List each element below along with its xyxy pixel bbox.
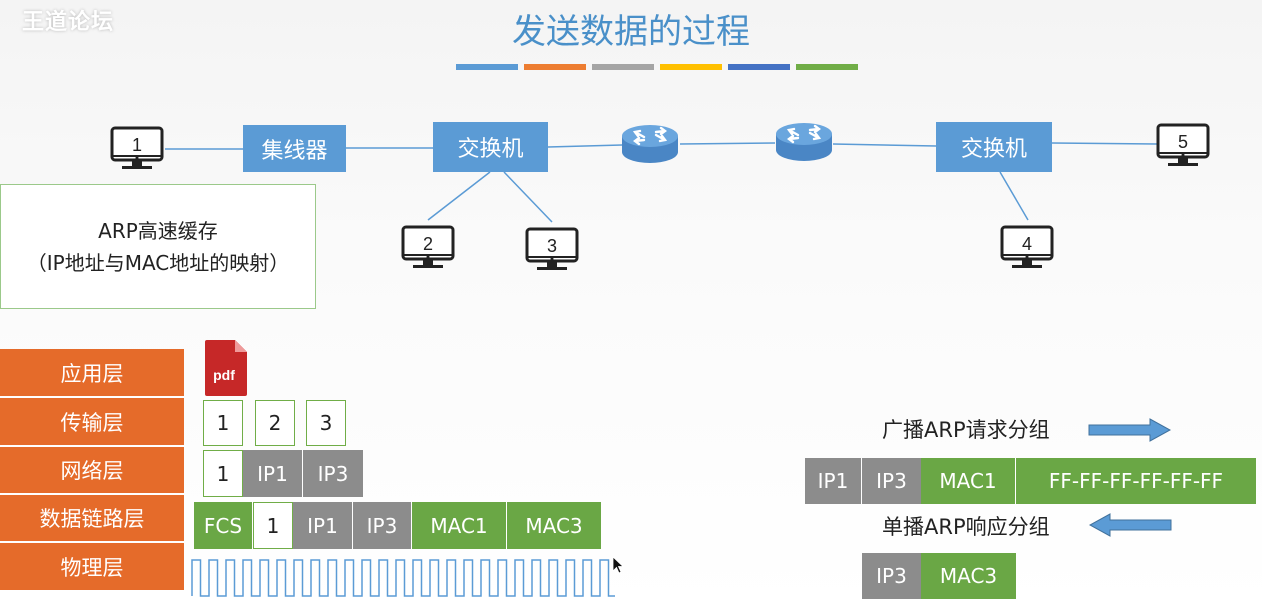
- frame-ip1: IP1: [293, 502, 353, 549]
- left-arrow-icon: [1088, 513, 1172, 537]
- network-packet-ip1: IP1: [243, 450, 303, 497]
- host-4-icon: 4: [1000, 225, 1054, 268]
- layer-transport: 传输层: [0, 398, 184, 447]
- layer-data-link: 数据链路层: [0, 495, 184, 543]
- host-1-label: 1: [132, 135, 142, 155]
- link-switch-host5: [1051, 142, 1158, 145]
- arp-request-mac1: MAC1: [921, 458, 1016, 504]
- host-1-icon: 1: [110, 126, 164, 169]
- link-switch-router1: [547, 144, 623, 148]
- arp-request-ip1: IP1: [805, 458, 862, 504]
- arp-cache-subtitle: （IP地址与MAC地址的映射）: [26, 250, 290, 275]
- title-underline-segment: [728, 64, 790, 70]
- arp-request-broadcast-mac: FF-FF-FF-FF-FF-FF: [1016, 458, 1256, 504]
- transport-segment-2: 2: [255, 400, 295, 446]
- link-router2-switch: [832, 143, 937, 147]
- frame-data: 1: [253, 502, 293, 549]
- router-2-icon: [776, 123, 832, 161]
- layer-physical: 物理层: [0, 543, 184, 592]
- frame-fcs: FCS: [194, 502, 253, 549]
- link-switch-host2: [427, 171, 491, 221]
- host-3-label: 3: [547, 236, 557, 256]
- physical-signal: [191, 559, 615, 597]
- frame-mac1: MAC1: [412, 502, 507, 549]
- host-4-label: 4: [1022, 234, 1032, 254]
- title-underline-segment: [796, 64, 858, 70]
- title-underline-segment: [456, 64, 518, 70]
- title-underline-segment: [592, 64, 654, 70]
- pdf-file-icon: pdf: [205, 340, 247, 396]
- title-underline-segment: [660, 64, 722, 70]
- title-underline-segment: [524, 64, 586, 70]
- switch-left: 交换机: [433, 122, 548, 172]
- transport-segment-3: 3: [306, 400, 346, 446]
- link-switch-host3: [503, 171, 553, 223]
- hub: 集线器: [243, 125, 346, 172]
- watermark: 王道论坛: [22, 10, 115, 35]
- arp-reply-mac3: MAC3: [921, 553, 1016, 599]
- link-switch-host4: [999, 171, 1029, 221]
- transport-segment-1: 1: [203, 400, 243, 446]
- frame-ip3: IP3: [353, 502, 412, 549]
- layer-network: 网络层: [0, 447, 184, 495]
- switch-right: 交换机: [936, 122, 1052, 172]
- router-1-icon: [622, 125, 678, 163]
- arp-reply-ip3: IP3: [862, 553, 921, 599]
- pdf-label: pdf: [213, 367, 235, 383]
- arp-reply-label: 单播ARP响应分组: [882, 515, 1050, 539]
- host-5-icon: 5: [1156, 123, 1210, 166]
- arp-cache-title: ARP高速缓存: [98, 218, 218, 243]
- page-title: 发送数据的过程: [512, 12, 750, 52]
- network-packet-ip3: IP3: [303, 450, 363, 497]
- network-packet-data: 1: [203, 450, 243, 497]
- right-arrow-icon: [1088, 418, 1172, 442]
- mouse-cursor-icon: [612, 556, 625, 574]
- link-router1-router2: [679, 142, 776, 145]
- host-3-icon: 3: [525, 227, 579, 270]
- layer-application: 应用层: [0, 349, 184, 398]
- host-2-label: 2: [423, 234, 433, 254]
- arp-cache-box: ARP高速缓存 （IP地址与MAC地址的映射）: [0, 184, 316, 309]
- arp-request-label: 广播ARP请求分组: [882, 418, 1050, 442]
- frame-mac3: MAC3: [507, 502, 601, 549]
- host-5-label: 5: [1178, 132, 1188, 152]
- host-2-icon: 2: [401, 225, 455, 268]
- arp-request-ip3: IP3: [862, 458, 921, 504]
